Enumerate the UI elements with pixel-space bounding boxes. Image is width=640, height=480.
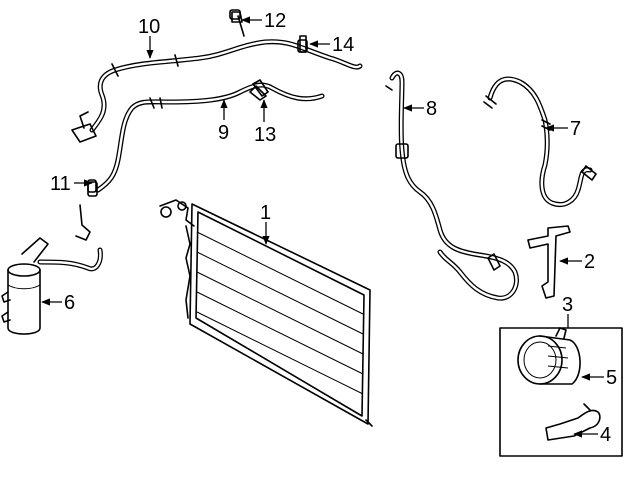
receiver-drier-part-6 xyxy=(1,237,103,335)
switch-part-13 xyxy=(249,85,267,101)
callout-8: 8 xyxy=(426,98,437,120)
callout-6: 6 xyxy=(64,292,75,314)
callout-2: 2 xyxy=(584,251,595,273)
callout-11: 11 xyxy=(50,173,71,195)
callout-10: 10 xyxy=(138,16,160,38)
compressor-bracket-part-4 xyxy=(545,403,601,441)
callout-4: 4 xyxy=(600,424,611,446)
switch-part-12 xyxy=(231,11,243,23)
callout-14: 14 xyxy=(332,34,354,56)
callout-13: 13 xyxy=(254,124,276,146)
valve-part-14 xyxy=(299,35,307,53)
callout-12: 12 xyxy=(264,10,286,32)
callout-9: 9 xyxy=(218,122,229,144)
compressor-part-5 xyxy=(517,327,581,385)
compressor-group-box-part-3 xyxy=(499,327,623,457)
bracket-part-2 xyxy=(527,225,571,299)
hose-assembly-part-10 xyxy=(71,9,363,143)
callout-7: 7 xyxy=(570,118,581,140)
callout-1: 1 xyxy=(260,202,271,224)
condenser-line-part-8 xyxy=(385,70,519,301)
discharge-hose-part-7 xyxy=(483,76,597,207)
callout-5: 5 xyxy=(606,367,617,389)
leader-lines xyxy=(41,16,604,438)
condenser-part-1 xyxy=(159,199,373,427)
callout-3: 3 xyxy=(562,294,573,316)
liquid-line-part-9 xyxy=(75,79,325,241)
